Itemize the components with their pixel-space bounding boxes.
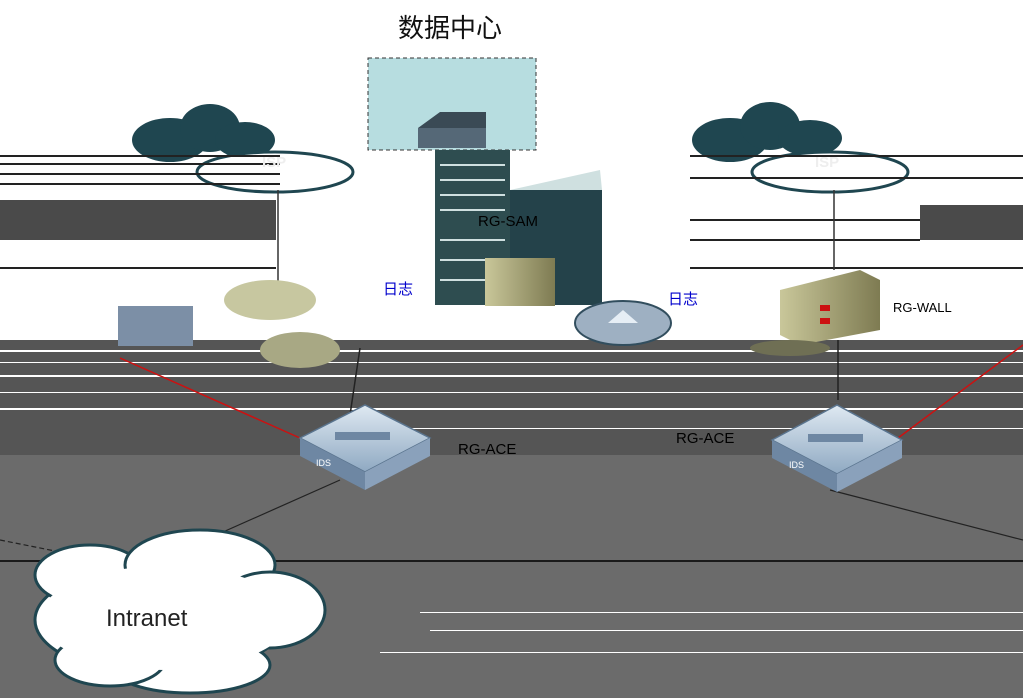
ids-left-label: IDS [316, 458, 332, 468]
center-router-icon [574, 300, 672, 346]
intranet-label: Intranet [106, 605, 188, 632]
isp-left-label: ISP [262, 154, 287, 171]
network-links [0, 340, 1023, 561]
isp-right-label: ISP [815, 154, 840, 171]
rg-ace-left-label: RG-ACE [458, 441, 517, 458]
log-left-label: 日志 [383, 281, 414, 298]
rg-wall-firewall-icon [750, 270, 880, 356]
datacenter-server-icon [418, 112, 486, 148]
ids-switch-right-icon [770, 404, 904, 492]
ids-right-label: IDS [789, 460, 805, 470]
isp-cloud-right-icon [692, 102, 910, 194]
isp-cloud-left-icon [132, 104, 355, 194]
diagram-title: 数据中心 [398, 14, 503, 44]
left-firewall-icon [118, 280, 340, 368]
log-right-label: 日志 [668, 291, 699, 308]
artifact-lines-top [0, 155, 1023, 269]
rg-ace-right-label: RG-ACE [676, 430, 735, 447]
rg-sam-server-icon [435, 150, 602, 306]
ids-switch-left-icon [298, 404, 432, 490]
rg-sam-label: RG-SAM [478, 213, 538, 230]
rg-wall-label: RG-WALL [893, 300, 952, 315]
